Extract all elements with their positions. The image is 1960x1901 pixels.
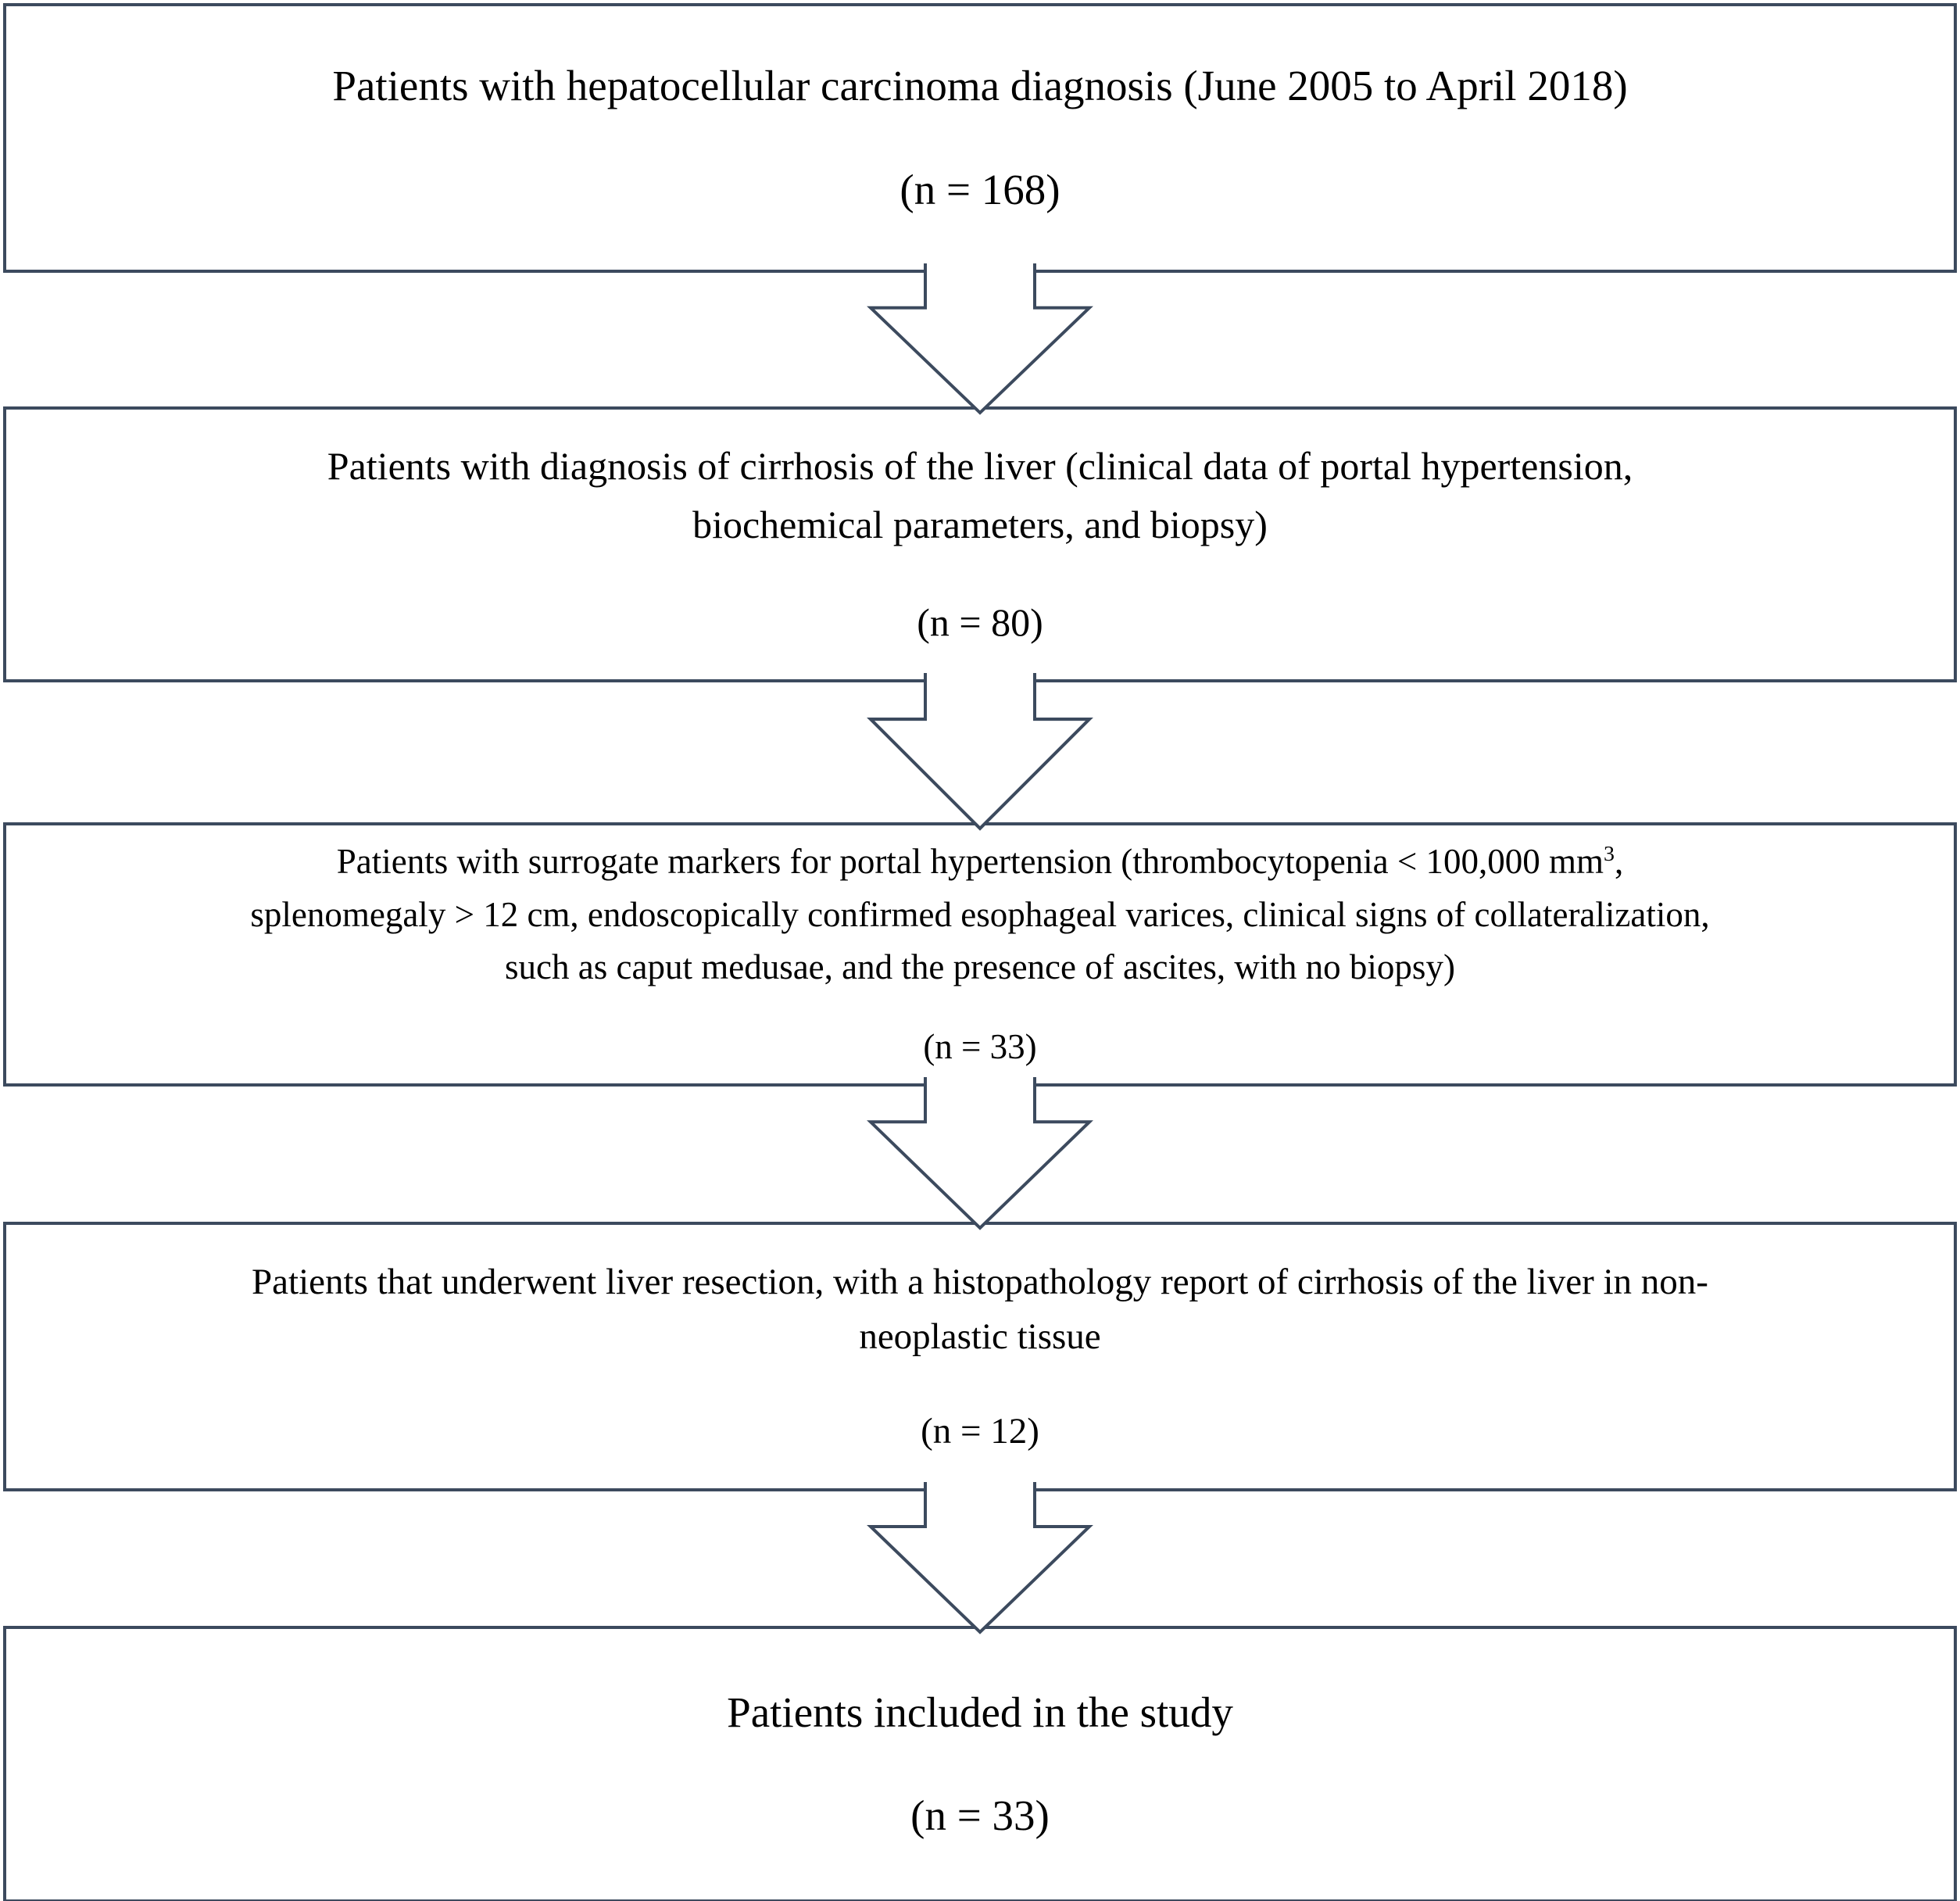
box-text: Patients with hepatocellular carcinoma d…	[332, 54, 1627, 119]
box-text-line: Patients with diagnosis of cirrhosis of …	[327, 444, 1633, 488]
down-arrow-icon	[867, 673, 1093, 831]
superscript: 3	[1604, 842, 1615, 866]
flow-box-hcc-diagnosis: Patients with hepatocellular carcinoma d…	[3, 3, 1957, 273]
down-arrow-icon	[867, 263, 1093, 415]
box-text-line: neoplastic tissue	[859, 1316, 1101, 1358]
box-text: Patients that underwent liver resection,…	[252, 1255, 1708, 1365]
box-text-line: Patients with hepatocellular carcinoma d…	[332, 62, 1628, 109]
flow-box-liver-resection: Patients that underwent liver resection,…	[3, 1222, 1957, 1491]
box-text: Patients included in the study	[727, 1681, 1233, 1745]
box-count: (n = 33)	[910, 1792, 1050, 1839]
flow-box-included-in-study: Patients included in the study (n = 33)	[3, 1626, 1957, 1901]
box-text: Patients with diagnosis of cirrhosis of …	[327, 437, 1633, 554]
box-text-line: Patients with surrogate markers for port…	[250, 836, 1709, 889]
box-count: (n = 80)	[917, 600, 1043, 644]
down-arrow-icon	[867, 1482, 1093, 1634]
box-count: (n = 33)	[923, 1026, 1037, 1066]
box-text-line: Patients included in the study	[727, 1688, 1233, 1736]
flow-box-surrogate-markers: Patients with surrogate markers for port…	[3, 822, 1957, 1087]
flow-box-cirrhosis-diagnosis: Patients with diagnosis of cirrhosis of …	[3, 406, 1957, 682]
box-text-line: splenomegaly > 12 cm, endoscopically con…	[250, 894, 1710, 934]
box-text-line: Patients that underwent liver resection,…	[252, 1261, 1708, 1302]
box-count: (n = 168)	[900, 165, 1060, 213]
box-text-segment: ,	[1614, 842, 1624, 881]
box-text: Patients with surrogate markers for port…	[250, 836, 1709, 994]
box-count: (n = 12)	[921, 1410, 1039, 1452]
box-text-segment: Patients with surrogate markers for port…	[336, 842, 1604, 881]
box-text-line: biochemical parameters, and biopsy)	[692, 503, 1268, 546]
down-arrow-icon	[867, 1077, 1093, 1230]
box-text-line: such as caput medusae, and the presence …	[505, 947, 1455, 986]
